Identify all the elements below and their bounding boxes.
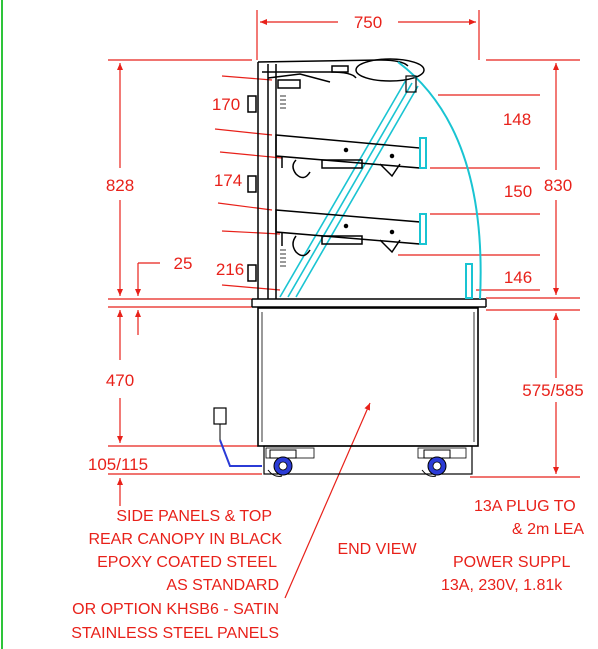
dimension-lines	[108, 10, 580, 599]
castor-right	[421, 449, 451, 477]
power-note: POWER SUPPL 13A, 230V, 1.81k	[441, 554, 570, 594]
dim-shelf-spacing-right-bottom: 146	[504, 268, 532, 287]
panel-note-line: SIDE PANELS & TOP	[116, 508, 272, 525]
panel-note: SIDE PANELS & TOP REAR CANOPY IN BLACK E…	[71, 508, 282, 642]
panel-note-line: STAINLESS STEEL PANELS	[71, 625, 279, 642]
dim-shelf-spacing-right-top: 148	[503, 110, 531, 129]
glass-clip	[405, 75, 417, 93]
plug-and-cable	[213, 407, 262, 467]
power-note-line: 13A, 230V, 1.81k	[441, 577, 563, 594]
view-label: END VIEW	[337, 541, 417, 558]
dim-deck-thickness: 25	[174, 254, 193, 273]
shelf-upper	[275, 134, 427, 179]
panel-note-line: AS STANDARD	[166, 577, 279, 594]
dim-overall-width: 750	[354, 13, 382, 32]
dim-shelf-spacing-left-mid: 174	[214, 171, 242, 190]
dim-base-height-right: 575/585	[522, 381, 583, 400]
panel-note-line: REAR CANOPY IN BLACK	[88, 531, 282, 548]
dim-overall-height-left: 828	[106, 176, 134, 195]
base-cabinet	[257, 307, 479, 475]
shelf-lower	[275, 209, 427, 257]
dim-shelf-spacing-left-bottom: 216	[216, 260, 244, 279]
inner-sloped-glass	[279, 79, 419, 298]
front-curved-glass	[397, 61, 482, 300]
power-note-line: POWER SUPPL	[453, 554, 570, 571]
dim-castor-height: 105/115	[88, 455, 148, 474]
glass-upstand	[465, 263, 473, 299]
panel-note-line: EPOXY COATED STEEL	[97, 554, 277, 571]
castor-left	[267, 449, 297, 477]
plug-note-line: & 2m LEA	[512, 521, 584, 538]
plug-note-line: 13A PLUG TO	[474, 498, 576, 515]
rear-vents	[280, 95, 286, 267]
rear-frame	[247, 62, 277, 299]
panel-note-line: OR OPTION KHSB6 - SATIN	[72, 601, 279, 618]
dim-base-height: 470	[106, 371, 134, 390]
deck-plate	[251, 298, 487, 308]
plug-note: 13A PLUG TO & 2m LEA	[474, 498, 584, 538]
dim-shelf-spacing-left-top: 170	[212, 95, 240, 114]
top-canopy	[257, 58, 425, 89]
dim-shelf-spacing-right-mid: 150	[504, 182, 532, 201]
dim-overall-height-right: 830	[544, 176, 572, 195]
